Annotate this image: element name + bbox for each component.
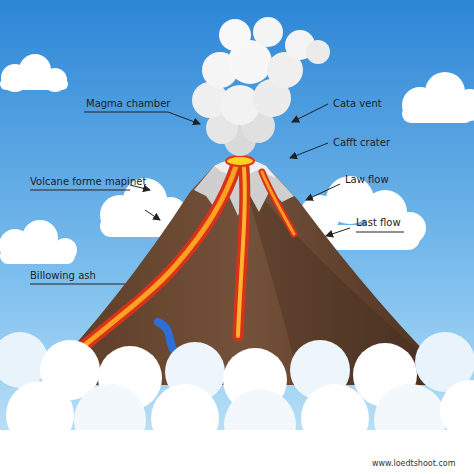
part-label: Law flow — [345, 174, 389, 186]
smoke-plume — [192, 17, 330, 156]
part-label: Cafft crater — [333, 137, 390, 149]
part-label: Cata vent — [333, 98, 382, 110]
watermark: www.loedtshoot.com — [372, 458, 455, 470]
part-label: Magma chamber — [86, 98, 170, 110]
part-label: Volcane forme mapinet — [30, 176, 146, 188]
leader-lines — [30, 104, 404, 284]
part-label: Last flow — [356, 217, 401, 229]
crater-glow — [226, 156, 254, 166]
part-label: Billowing ash — [30, 270, 96, 282]
cloud-bank — [0, 332, 474, 474]
